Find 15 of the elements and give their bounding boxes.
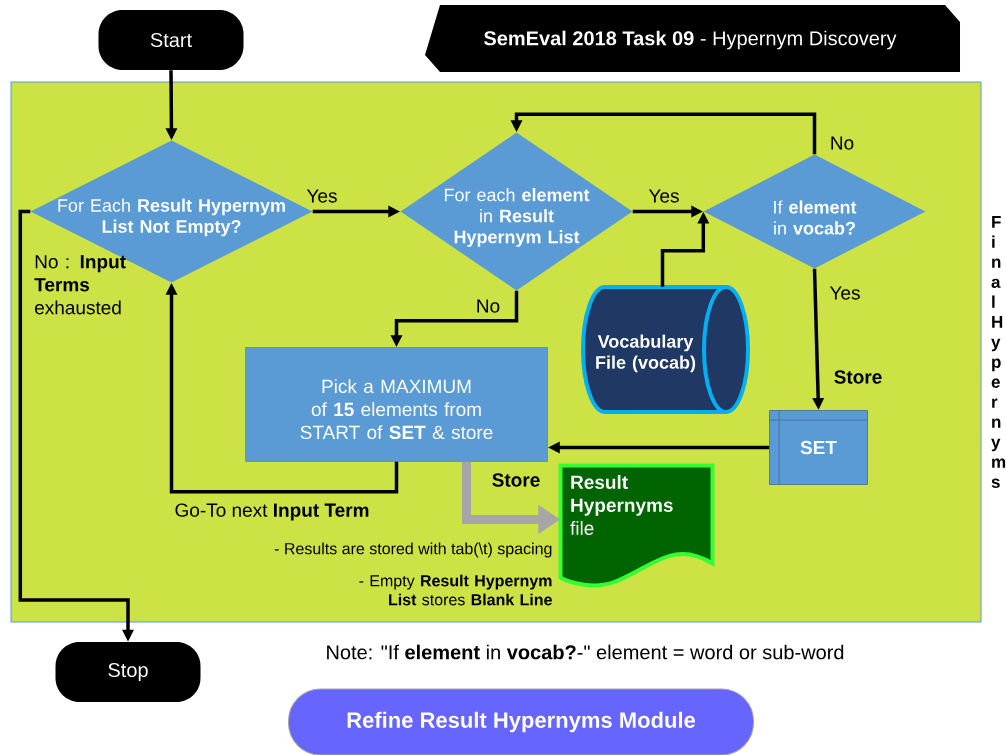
module-button: Refine Result Hypernyms Module	[288, 688, 754, 755]
process-box: Pick a MAXIMUM of 15 elements from START of SET & store	[245, 347, 548, 462]
edge-label: No	[831, 136, 854, 150]
edge-label: Store	[492, 473, 540, 487]
edge-label: Yes	[648, 189, 679, 203]
edge-label: No	[477, 299, 500, 313]
title-banner: SemEval 2018 Task 09 - Hypernym Discovery	[425, 5, 960, 72]
vertical-text: Final Hypernyms	[991, 216, 1006, 488]
text-label: Store	[834, 370, 882, 384]
storage-box: SET	[768, 409, 869, 486]
note-text: - Empty Result Hypernym List stores Blank Line	[359, 574, 552, 606]
database-cylinder: Vocabulary File (vocab)	[581, 285, 750, 414]
note-text: Note: "If element in vocab?-" element = word or sub-word	[327, 644, 844, 660]
edge-label: Go-To next Input Term	[175, 503, 369, 521]
edge-label: Yes	[829, 286, 860, 300]
